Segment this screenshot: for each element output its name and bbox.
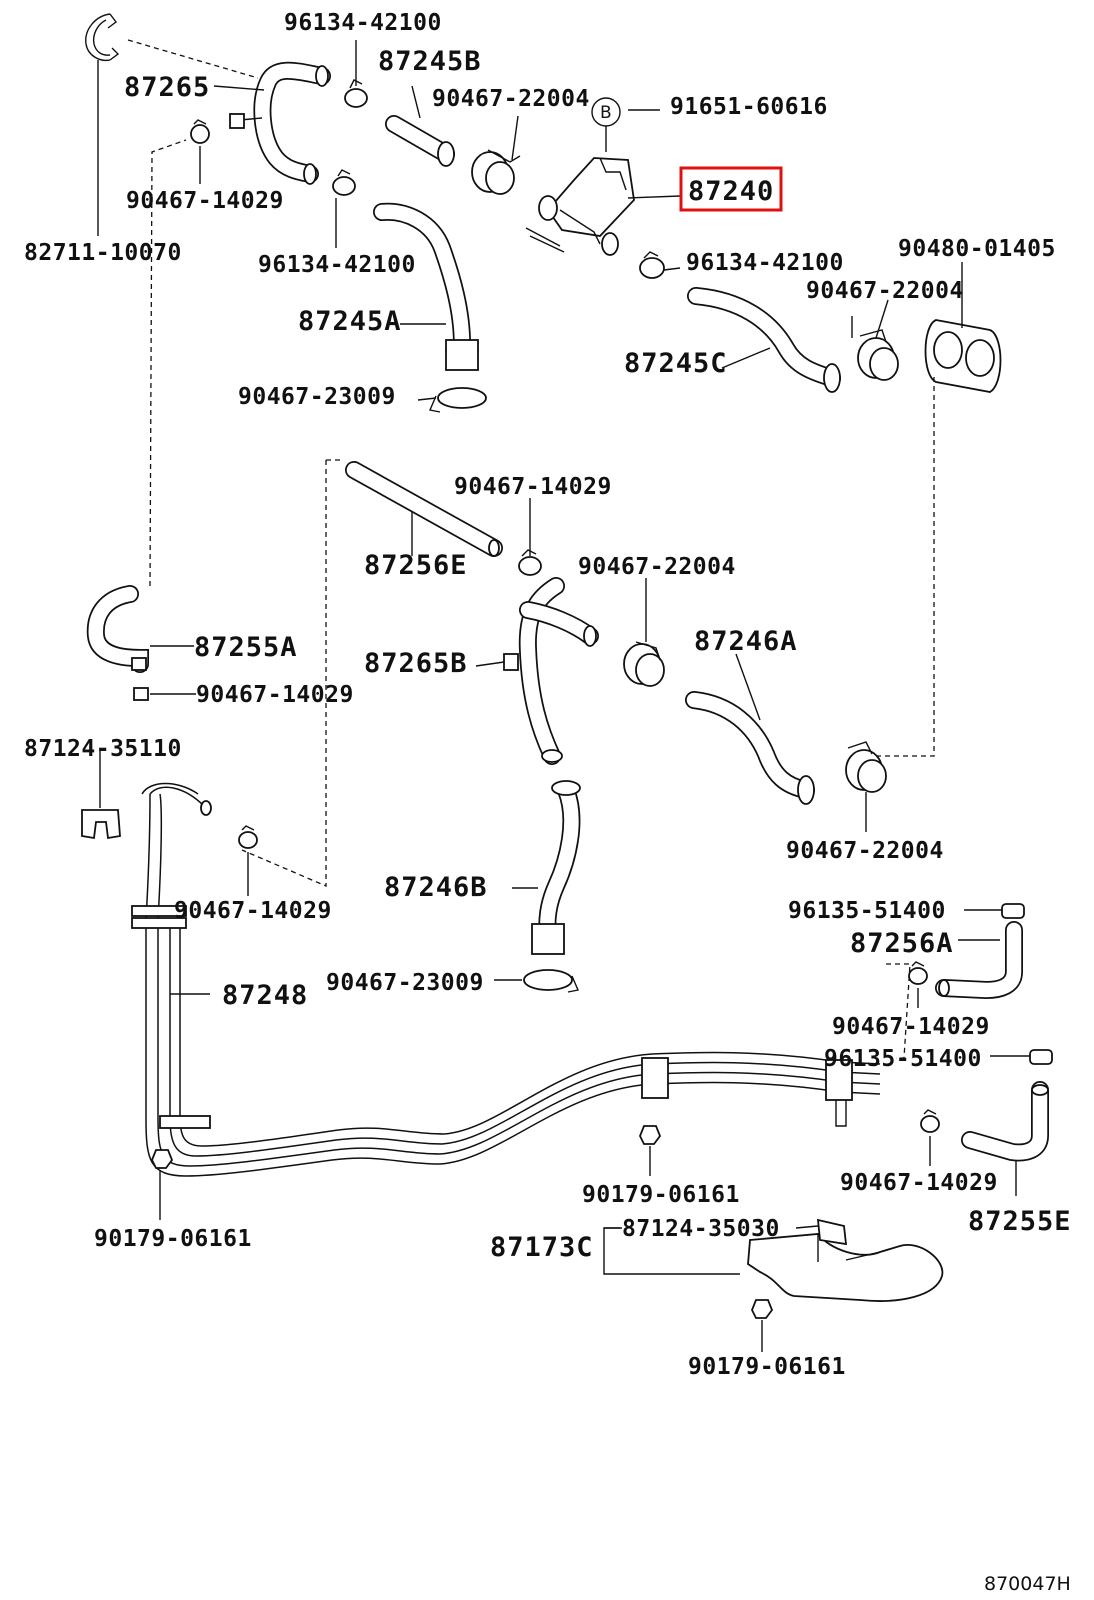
diagram-ref-code: 870047H: [984, 1573, 1071, 1595]
clamp-90467-14029-e-drawing: [908, 961, 928, 985]
clamp-90467-14029-c-drawing: [133, 687, 149, 701]
clamp-90467-14029-a-drawing: [190, 119, 210, 144]
label-87173c: 87173C: [490, 1232, 594, 1263]
label-90467-14029-e: 90467-14029: [832, 1014, 990, 1040]
hose-87256a-drawing: [935, 921, 1023, 1000]
cap-96135-51400-b-drawing: [1029, 1049, 1053, 1065]
clamp-96134-right-drawing: [639, 251, 665, 279]
label-90467-14029-d: 90467-14029: [174, 898, 332, 924]
label-87245b: 87245B: [378, 46, 482, 77]
leader-lines: [97, 39, 1030, 1352]
label-96134-42100-mid: 96134-42100: [258, 252, 416, 278]
clamp-90467-14029-f-drawing: [920, 1109, 940, 1133]
label-87246b: 87246B: [384, 872, 488, 903]
clamp-90467-23009-a-drawing: [429, 387, 487, 413]
label-91651-60616: 91651-60616: [670, 94, 828, 120]
label-87124-35110: 87124-35110: [24, 736, 182, 762]
label-90467-22004-mid: 90467-22004: [578, 554, 736, 580]
clamp-90467-22004-low-drawing: [845, 741, 887, 793]
label-87248: 87248: [222, 980, 308, 1011]
hose-87255a-drawing: [86, 585, 149, 673]
label-90467-22004-low: 90467-22004: [786, 838, 944, 864]
label-90179-06161-bottom: 90179-06161: [688, 1354, 846, 1380]
label-87265: 87265: [124, 72, 210, 103]
label-87245c: 87245C: [624, 348, 728, 379]
hose-87246b-drawing: [531, 780, 581, 955]
label-90179-06161-left: 90179-06161: [94, 1226, 252, 1252]
reference-b-marker: [591, 97, 621, 127]
label-87256e: 87256E: [364, 550, 468, 581]
label-90179-06161-mid: 90179-06161: [582, 1182, 740, 1208]
clamp-90467-23009-b-drawing: [523, 969, 579, 993]
label-90467-14029-c: 90467-14029: [196, 682, 354, 708]
pipe-87256e-drawing: [345, 461, 503, 557]
label-96134-42100-top: 96134-42100: [284, 10, 442, 36]
label-87124-35030: 87124-35030: [622, 1216, 780, 1242]
label-96134-42100-right: 96134-42100: [686, 250, 844, 276]
clamp-90467-14029-d-drawing: [238, 825, 258, 849]
hose-87255e-drawing: [961, 1081, 1049, 1162]
label-82711-10070: 82711-10070: [24, 240, 182, 266]
clamp-96134-top-drawing: [344, 79, 368, 108]
label-87240[interactable]: 87240: [688, 176, 774, 207]
label-87256a: 87256A: [850, 928, 954, 959]
bracket-87124-35110-drawing: [81, 809, 121, 840]
pipe-assembly-87248-drawing: [131, 782, 881, 1177]
label-90467-22004-right: 90467-22004: [806, 278, 964, 304]
hose-87265b-drawing: [503, 577, 599, 765]
grommet-90480-drawing: [924, 319, 1002, 393]
clamp-90467-22004-right-drawing: [857, 329, 899, 381]
nut-90179-left-drawing: [151, 1149, 174, 1169]
label-87265b: 87265B: [364, 648, 468, 679]
label-87255e: 87255E: [968, 1206, 1072, 1237]
duct-87173c-drawing: [747, 1218, 944, 1302]
label-90467-14029-f: 90467-14029: [840, 1170, 998, 1196]
label-90467-22004-top: 90467-22004: [432, 86, 590, 112]
label-b-ref: B: [600, 103, 612, 123]
label-87245a: 87245A: [298, 306, 402, 337]
clamp-96134-mid-drawing: [332, 169, 356, 196]
retaining-ring-icon: [85, 13, 120, 62]
label-90467-14029-a: 90467-14029: [126, 188, 284, 214]
cap-96135-51400-a-drawing: [1001, 903, 1025, 919]
hose-87265-drawing: [229, 61, 331, 185]
highlight-box-87240: [679, 166, 783, 212]
nut-90179-mid-drawing: [639, 1125, 662, 1145]
label-90467-14029-b: 90467-14029: [454, 474, 612, 500]
label-90480-01405: 90480-01405: [898, 236, 1056, 262]
label-90467-23009-b: 90467-23009: [326, 970, 484, 996]
clamp-90467-22004-top-drawing: [471, 149, 521, 195]
hose-87245a-drawing: [373, 202, 479, 371]
clamp-90467-14029-b-drawing: [518, 549, 542, 576]
hose-87245b-drawing: [385, 115, 455, 167]
clamp-90467-22004-mid-drawing: [623, 641, 665, 687]
hose-87245c-drawing: [687, 287, 841, 393]
nut-90179-bottom-drawing: [751, 1299, 774, 1319]
label-90467-23009-a: 90467-23009: [238, 384, 396, 410]
label-96135-51400-b: 96135-51400: [824, 1046, 982, 1072]
label-87255a: 87255A: [194, 632, 298, 663]
hose-87246a-drawing: [685, 691, 815, 805]
label-87246a: 87246A: [694, 626, 798, 657]
valve-87240-drawing: [525, 157, 635, 256]
label-96135-51400-a: 96135-51400: [788, 898, 946, 924]
